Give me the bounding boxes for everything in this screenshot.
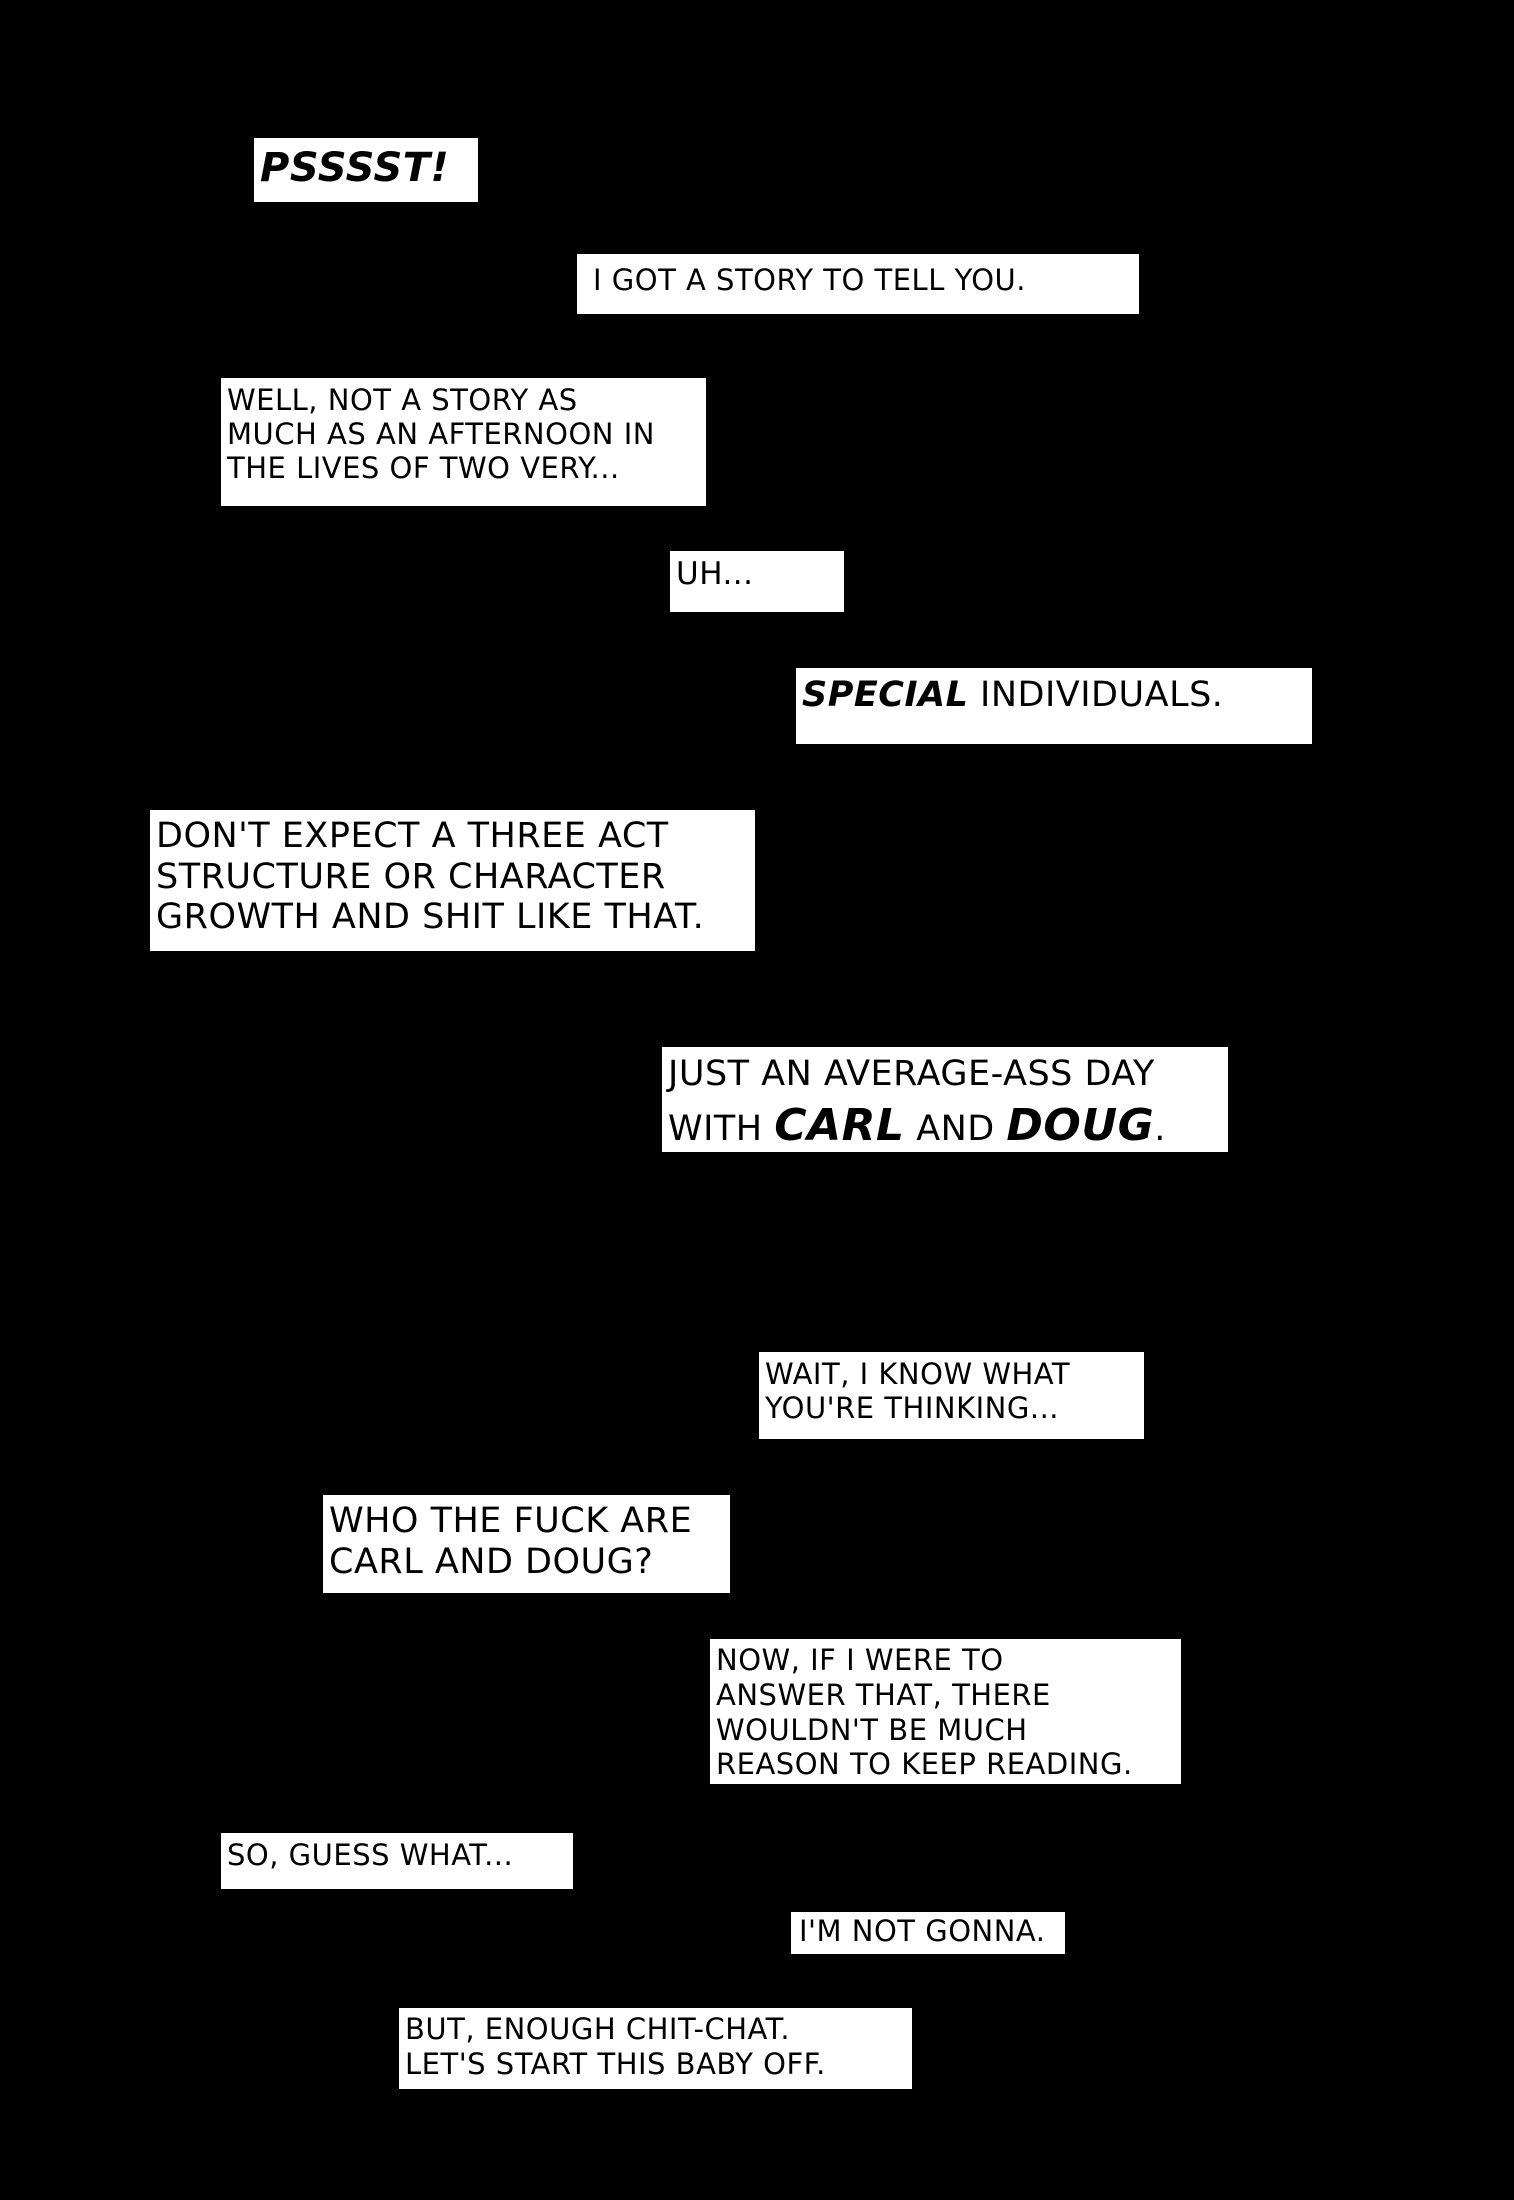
caption-text: INDIVIDUALS.	[980, 675, 1224, 715]
caption-line: THE LIVES OF TWO VERY...	[227, 450, 620, 485]
caption-now: NOW, IF I WERE TO ANSWER THAT, THERE WOU…	[710, 1639, 1181, 1784]
caption-line: CARL AND DOUG?	[329, 1541, 654, 1582]
caption-guess-what: SO, GUESS WHAT...	[221, 1833, 573, 1889]
caption-line: ANSWER THAT, THERE	[716, 1677, 1051, 1712]
caption-story: I GOT A STORY TO TELL YOU.	[577, 254, 1139, 314]
caption-period: .	[1154, 1109, 1166, 1150]
caption-text: PSSSST!	[260, 145, 450, 191]
caption-line: STRUCTURE OR CHARACTER	[156, 856, 666, 897]
caption-line: NOW, IF I WERE TO	[716, 1643, 1004, 1677]
caption-special: SPECIAL INDIVIDUALS.	[796, 668, 1312, 744]
caption-line: MUCH AS AN AFTERNOON IN	[227, 416, 655, 451]
caption-line: GROWTH AND SHIT LIKE THAT.	[156, 897, 705, 938]
caption-line: YOU'RE THINKING...	[765, 1390, 1060, 1425]
caption-word-with: WITH	[668, 1109, 763, 1150]
caption-wait: WAIT, I KNOW WHAT YOU'RE THINKING...	[759, 1352, 1144, 1439]
caption-name-doug: DOUG	[1006, 1100, 1155, 1152]
caption-name-carl: CARL	[774, 1100, 905, 1152]
caption-line: REASON TO KEEP READING.	[716, 1747, 1133, 1782]
caption-who: WHO THE FUCK ARE CARL AND DOUG?	[323, 1495, 730, 1593]
caption-enough: BUT, ENOUGH CHIT-CHAT. LET'S START THIS …	[399, 2008, 912, 2089]
caption-word-and: AND	[916, 1109, 995, 1150]
caption-dont-expect: DON'T EXPECT A THREE ACT STRUCTURE OR CH…	[150, 810, 755, 951]
caption-line: WAIT, I KNOW WHAT	[765, 1357, 1071, 1391]
caption-line: WOULDN'T BE MUCH	[716, 1712, 1028, 1747]
caption-line: JUST AN AVERAGE-ASS DAY	[668, 1054, 1155, 1094]
caption-not-gonna: I'M NOT GONNA.	[791, 1912, 1065, 1954]
caption-line: WHO THE FUCK ARE	[329, 1501, 693, 1541]
caption-text: UH...	[676, 556, 754, 592]
caption-average-day: JUST AN AVERAGE-ASS DAY WITH CARL AND DO…	[662, 1047, 1228, 1152]
caption-line: LET'S START THIS BABY OFF.	[405, 2046, 826, 2081]
caption-text: I'M NOT GONNA.	[799, 1914, 1046, 1948]
caption-emphasis: SPECIAL	[802, 675, 969, 715]
caption-line: BUT, ENOUGH CHIT-CHAT.	[405, 2012, 791, 2046]
caption-text: I GOT A STORY TO TELL YOU.	[593, 263, 1026, 297]
caption-line: WELL, NOT A STORY AS	[227, 383, 578, 417]
caption-psssst: PSSSST!	[254, 138, 478, 202]
caption-line: DON'T EXPECT A THREE ACT	[156, 816, 669, 856]
caption-text: SO, GUESS WHAT...	[227, 1838, 514, 1872]
caption-well: WELL, NOT A STORY AS MUCH AS AN AFTERNOO…	[221, 378, 706, 506]
caption-uh: UH...	[670, 551, 844, 612]
